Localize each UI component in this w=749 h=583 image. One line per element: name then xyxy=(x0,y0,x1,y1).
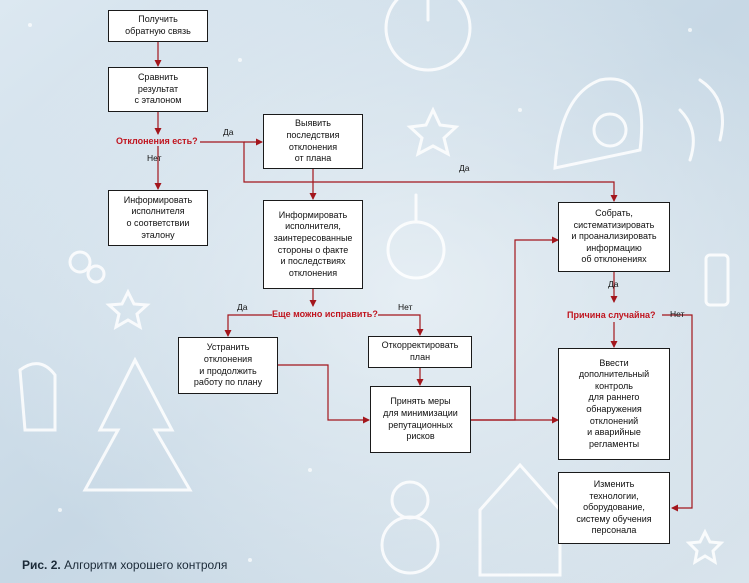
arrow-yes-to-consequences xyxy=(200,141,618,202)
star-doodle xyxy=(406,106,460,157)
star-doodle xyxy=(685,528,725,565)
box-collect-info: Собрать, систематизировать и проанализир… xyxy=(558,202,670,272)
box-take-measures: Принять меры для минимизации репутационн… xyxy=(370,386,471,453)
label-yes: Да xyxy=(608,279,619,289)
arrow-no-to-adjust xyxy=(378,314,424,336)
star-doodle xyxy=(105,288,151,331)
box-change-tech: Изменить технологии, оборудование, систе… xyxy=(558,472,670,544)
clock-doodle xyxy=(384,0,472,72)
tree-doodle xyxy=(82,356,193,492)
box-inform-executor: Информировать исполнителя о соответствии… xyxy=(108,190,208,246)
decision-can-fix: Еще можно исправить? xyxy=(272,309,378,319)
label-no: Нет xyxy=(670,309,685,319)
caption-text: Алгоритм хорошего контроля xyxy=(64,558,228,572)
box-compare: Сравнить результат с эталоном xyxy=(108,67,208,112)
figure-caption: Рис. 2. Алгоритм хорошего контроля xyxy=(22,558,227,572)
box-find-consequences: Выявить последствия отклонения от плана xyxy=(263,114,363,169)
label-no: Нет xyxy=(147,153,162,163)
arrow-yes-to-fix xyxy=(224,314,272,337)
arrow-measures-to-collect xyxy=(471,236,559,421)
label-yes: Да xyxy=(459,163,470,173)
hat-doodle xyxy=(553,77,644,170)
box-inform-parties: Информировать исполнителя, заинтересован… xyxy=(263,200,363,289)
label-yes: Да xyxy=(237,302,248,312)
box-fix-deviations: Устранить отклонения и продолжить работу… xyxy=(178,337,278,394)
decision-deviations-exist: Отклонения есть? xyxy=(116,136,198,146)
box-extra-control: Ввести дополнительный контроль для ранне… xyxy=(558,348,670,460)
label-yes: Да xyxy=(223,127,234,137)
caption-number: Рис. 2. xyxy=(22,558,61,572)
box-adjust-plan: Откорректировать план xyxy=(368,336,472,368)
arrow-fix-to-measures xyxy=(278,364,370,424)
decision-cause-random: Причина случайна? xyxy=(567,310,656,320)
candle-doodle xyxy=(704,253,730,307)
box-get-feedback: Получить обратную связь xyxy=(108,10,208,42)
label-no: Нет xyxy=(398,302,413,312)
arrow-no-to-change-tech xyxy=(662,314,693,512)
